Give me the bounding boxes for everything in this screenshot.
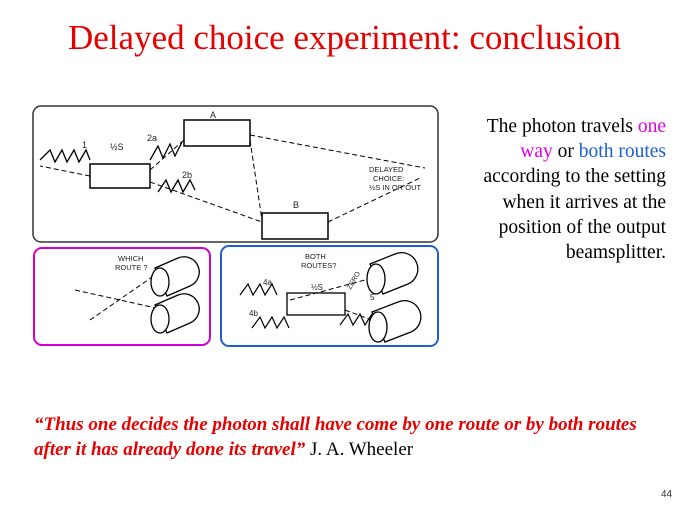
both-routes-label-2: ROUTES? <box>301 261 336 270</box>
label-a: A <box>210 110 216 120</box>
side-text-or: or <box>557 141 574 163</box>
detector-which-bottom <box>150 293 200 334</box>
mirror-a <box>183 119 251 147</box>
side-explanation: The photon travels one way or both route… <box>470 114 667 265</box>
detector-both-bottom <box>368 300 422 343</box>
which-route-label-1: WHICH <box>118 254 143 263</box>
label-2a: 2a <box>147 133 157 143</box>
pulse-2b <box>157 178 196 194</box>
beamsplitter-both <box>286 292 346 316</box>
delayed-choice-label-1: DELAYED <box>369 165 404 174</box>
which-route-frame <box>33 247 211 346</box>
detector-both-top <box>366 252 419 295</box>
delayed-choice-label-2: CHOICE: <box>373 174 404 183</box>
delayed-choice-label-3: ½S IN OR OUT <box>369 183 422 192</box>
side-text-one-way: one way <box>520 116 666 163</box>
side-text-routes: routes <box>618 141 666 163</box>
mirror-b <box>261 212 329 240</box>
which-route-label-2: ROUTE ? <box>115 263 148 272</box>
pulse-4a <box>239 282 278 297</box>
label-2b: 2b <box>182 170 192 180</box>
slide-title: Delayed choice experiment: conclusion <box>68 18 621 57</box>
side-text-part2: according to the setting when it arrives… <box>483 166 667 264</box>
top-panel-frame <box>32 105 439 243</box>
both-routes-frame <box>220 245 439 347</box>
label-b: B <box>293 200 299 210</box>
wheeler-quote: “Thus one decides the photon shall have … <box>34 412 674 462</box>
side-text-both: both <box>578 141 614 163</box>
quote-author: J. A. Wheeler <box>310 439 414 460</box>
both-routes-label-1: BOTH <box>305 252 326 261</box>
pulse-2a <box>149 141 183 161</box>
which-route-paths <box>74 274 166 321</box>
label-half-s-2: ½S <box>311 283 323 292</box>
pulse-1 <box>39 148 91 164</box>
pulse-4b <box>251 315 290 330</box>
beamsplitter-half-s <box>89 163 151 189</box>
side-text-part1: The photon travels <box>486 116 633 137</box>
label-zero: ZERO <box>346 270 362 291</box>
light-paths <box>39 134 426 223</box>
pulse-5 <box>339 312 373 327</box>
label-5: 5 <box>370 293 375 302</box>
label-4a: 4a <box>263 278 272 287</box>
label-4b: 4b <box>249 309 258 318</box>
label-half-s: ½S <box>110 142 124 152</box>
page-number: 44 <box>661 489 673 500</box>
detector-which-top <box>150 256 200 297</box>
label-1: 1 <box>82 140 87 150</box>
quote-text: “Thus one decides the photon shall have … <box>34 414 637 460</box>
